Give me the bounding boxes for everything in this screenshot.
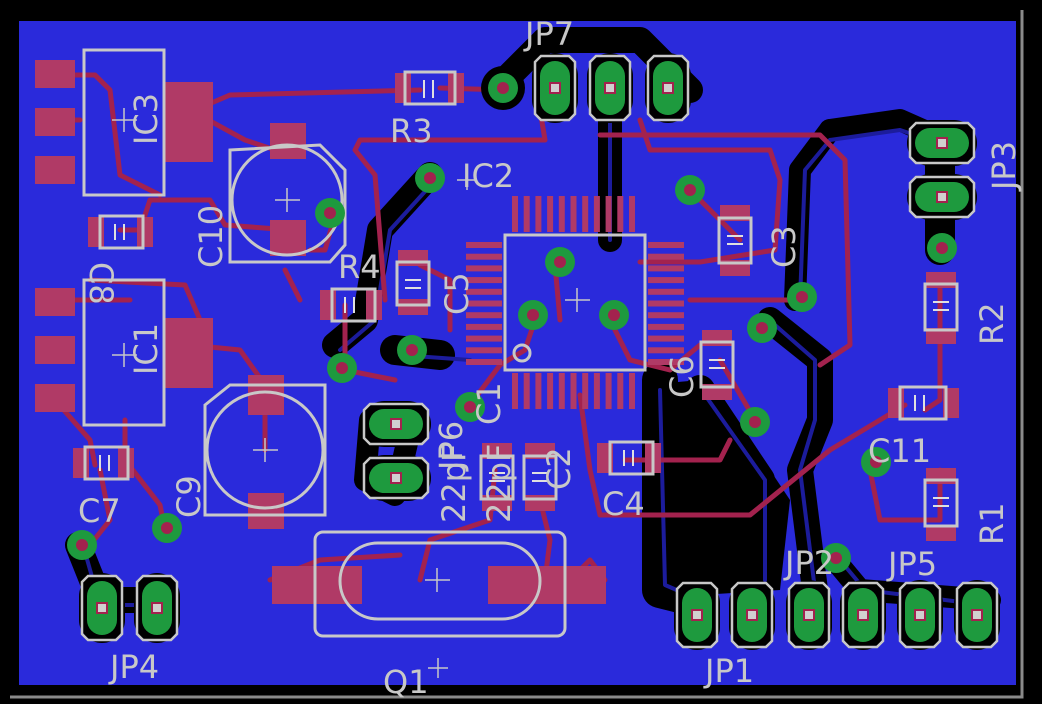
qfp-pin <box>648 253 684 260</box>
header-pin <box>907 120 977 166</box>
header-pin <box>786 580 832 650</box>
qfp-pin <box>648 323 684 330</box>
qfp-pin <box>582 373 589 409</box>
qfp-pin <box>466 277 502 284</box>
label-jp5: JP5 <box>886 545 937 583</box>
qfp-pin <box>547 196 554 232</box>
board-outline <box>10 10 1024 699</box>
qfp-pin <box>558 373 565 409</box>
header-pin <box>954 580 1000 650</box>
qfp-pin <box>466 288 502 295</box>
qfp-pin <box>558 196 565 232</box>
label-jp2: JP2 <box>783 544 834 582</box>
silkscreen <box>82 48 959 638</box>
qfp-pin <box>648 359 684 365</box>
qfp-pin <box>523 196 530 232</box>
label-r3: R3 <box>390 112 433 150</box>
ic2-qfp-pads <box>466 196 684 409</box>
qfp-pin <box>466 300 502 307</box>
qfp-pin <box>648 242 684 248</box>
qfp-pin <box>648 335 684 342</box>
qfp-pin <box>570 196 577 232</box>
header-pin <box>587 53 633 123</box>
label-jp6: JP6 <box>432 421 470 472</box>
label-ic2: IC2 <box>462 157 514 195</box>
header-pin <box>79 573 125 643</box>
header-pin <box>907 174 977 220</box>
qfp-pin <box>535 373 542 409</box>
via-holes <box>76 172 948 564</box>
qfp-pin <box>466 359 502 365</box>
qfp-pin <box>648 300 684 307</box>
silkscreen-origins <box>112 108 590 678</box>
header-pin <box>532 53 578 123</box>
qfp-pin <box>648 347 684 354</box>
qfp-pin <box>466 242 502 248</box>
header-pin <box>361 455 431 501</box>
qfp-pin <box>466 253 502 260</box>
smd-centers <box>99 80 949 507</box>
header-pin <box>361 401 431 447</box>
qfp-pin <box>629 196 635 232</box>
label-jp4: JP4 <box>108 648 159 686</box>
header-pin <box>645 53 691 123</box>
label-c11: C11 <box>868 432 931 470</box>
pour-void <box>645 380 790 595</box>
qfp-pin <box>512 373 518 409</box>
header-pin <box>674 580 720 650</box>
label-c4: C4 <box>602 485 645 523</box>
label-c8: C8 <box>82 262 120 305</box>
qfp-pin <box>593 373 600 409</box>
qfp-pin <box>466 323 502 330</box>
qfp-pin <box>570 373 577 409</box>
qfp-pin <box>648 312 684 319</box>
qfp-pin <box>617 373 624 409</box>
label-r4: R4 <box>338 248 381 286</box>
header-pin <box>897 580 943 650</box>
qfp-pin <box>605 373 612 409</box>
label-c2: C2 <box>540 447 578 490</box>
header-pin <box>840 580 886 650</box>
label-jp3: JP3 <box>985 141 1023 192</box>
qfp-pin <box>629 373 635 409</box>
qfp-pin <box>466 335 502 342</box>
qfp-pin <box>523 373 530 409</box>
header-pins <box>79 53 1000 650</box>
label-jp1: JP1 <box>703 652 754 690</box>
qfp-pin <box>466 265 502 272</box>
label-c6: C6 <box>663 355 701 398</box>
qfp-pin <box>605 196 612 232</box>
qfp-pin <box>582 196 589 232</box>
label-c1: C1 <box>470 382 508 425</box>
qfp-pin <box>648 277 684 284</box>
header-pin <box>134 573 180 643</box>
qfp-pin <box>648 288 684 295</box>
label-c7: C7 <box>78 492 121 530</box>
qfp-pin <box>512 196 518 232</box>
label-c5: C5 <box>438 272 476 315</box>
label-22pf-b: 22pF <box>480 444 518 523</box>
qfp-pin <box>466 347 502 354</box>
label-r1: R1 <box>973 502 1011 545</box>
label-22pf-a: 22pF <box>435 444 473 523</box>
header-pin <box>729 580 775 650</box>
label-c9: C9 <box>170 475 208 518</box>
qfp-pin <box>593 196 600 232</box>
qfp-pin <box>547 373 554 409</box>
component-labels: JP7 R3 IC2 R4 C4 C7 C11 JP2 JP5 JP1 JP4 … <box>78 15 1023 701</box>
qfp-pin <box>648 265 684 272</box>
label-c3: C3 <box>765 225 803 268</box>
label-q1: Q1 <box>383 663 429 701</box>
label-ic3: IC3 <box>127 93 165 145</box>
label-c10: C10 <box>192 205 230 268</box>
jp7-via <box>481 66 525 110</box>
qfp-pin <box>466 312 502 319</box>
label-ic1: IC1 <box>127 323 165 375</box>
label-r2: R2 <box>973 302 1011 345</box>
qfp-pin <box>535 196 542 232</box>
label-jp7: JP7 <box>523 15 574 53</box>
qfp-pin <box>617 196 624 232</box>
